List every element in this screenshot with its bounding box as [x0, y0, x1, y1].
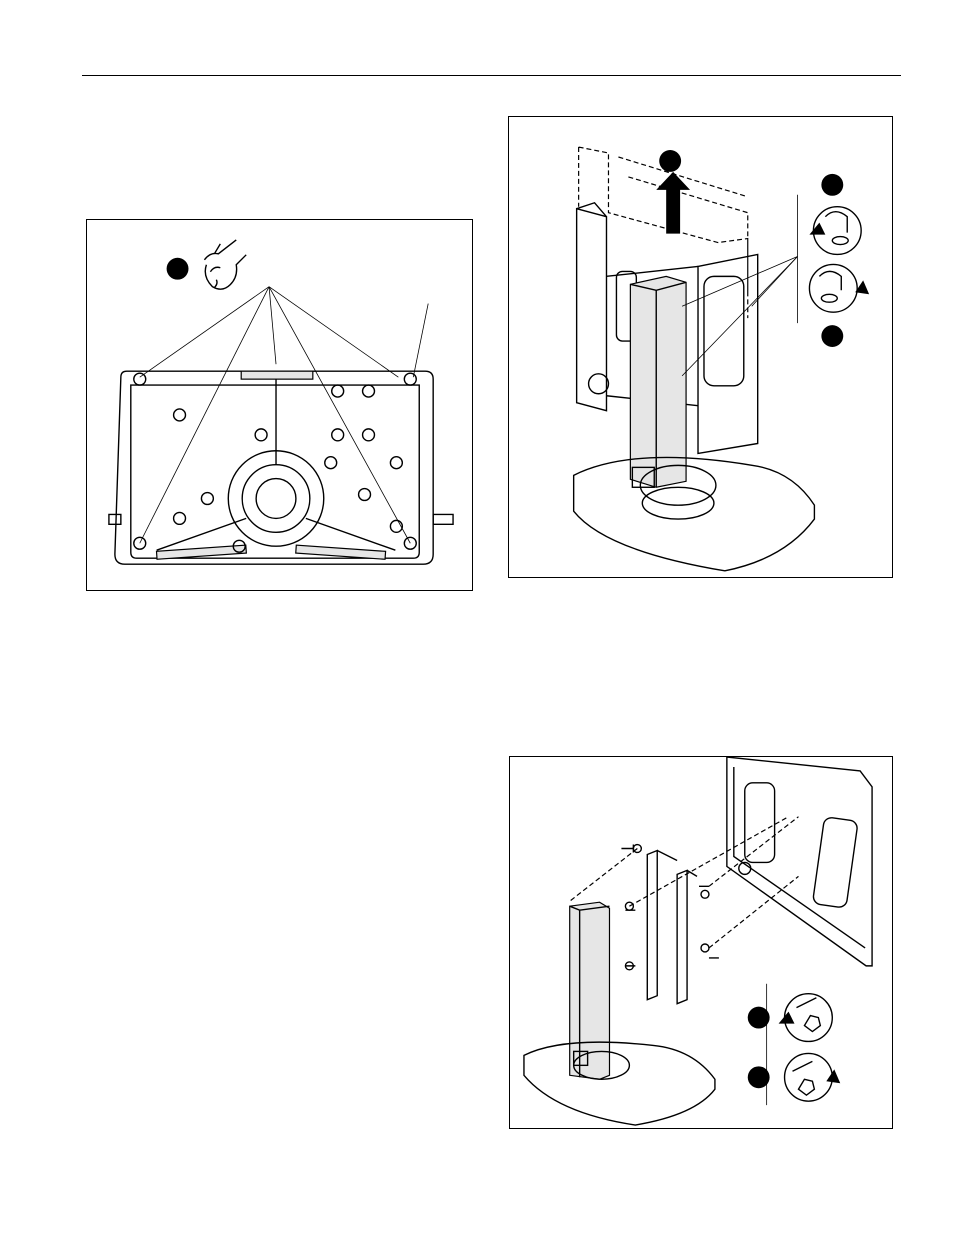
callout-marker-lift	[659, 150, 681, 172]
base-underside-drawing	[87, 220, 472, 590]
fastener-callouts	[682, 174, 843, 376]
figure-base-underside	[86, 219, 473, 591]
tighten-clockwise-icon	[809, 264, 869, 312]
wrench-tighten-icon	[785, 1053, 841, 1101]
hand-pinch-icon	[204, 240, 246, 289]
mounting-plate	[727, 757, 872, 966]
wrench-callouts	[748, 984, 770, 1105]
wrench-loosen-icon	[779, 994, 833, 1042]
bracket-attachment-drawing	[510, 757, 892, 1128]
bolt-holes	[134, 373, 416, 552]
base-hub	[157, 379, 396, 550]
loosen-counterclockwise-icon	[809, 207, 861, 255]
column-lift-drawing	[509, 117, 892, 577]
figure-column-lift	[508, 116, 893, 578]
arrow-up-icon	[656, 172, 690, 234]
vertical-brackets	[647, 850, 697, 1003]
figure-bracket-attachment	[509, 756, 893, 1129]
support-column	[630, 276, 686, 487]
base-outline	[109, 371, 453, 564]
header-rule	[82, 75, 901, 76]
callout-marker	[167, 258, 189, 280]
leader-lines	[140, 287, 428, 544]
stand-base	[524, 1042, 715, 1125]
stand-base	[574, 457, 815, 570]
